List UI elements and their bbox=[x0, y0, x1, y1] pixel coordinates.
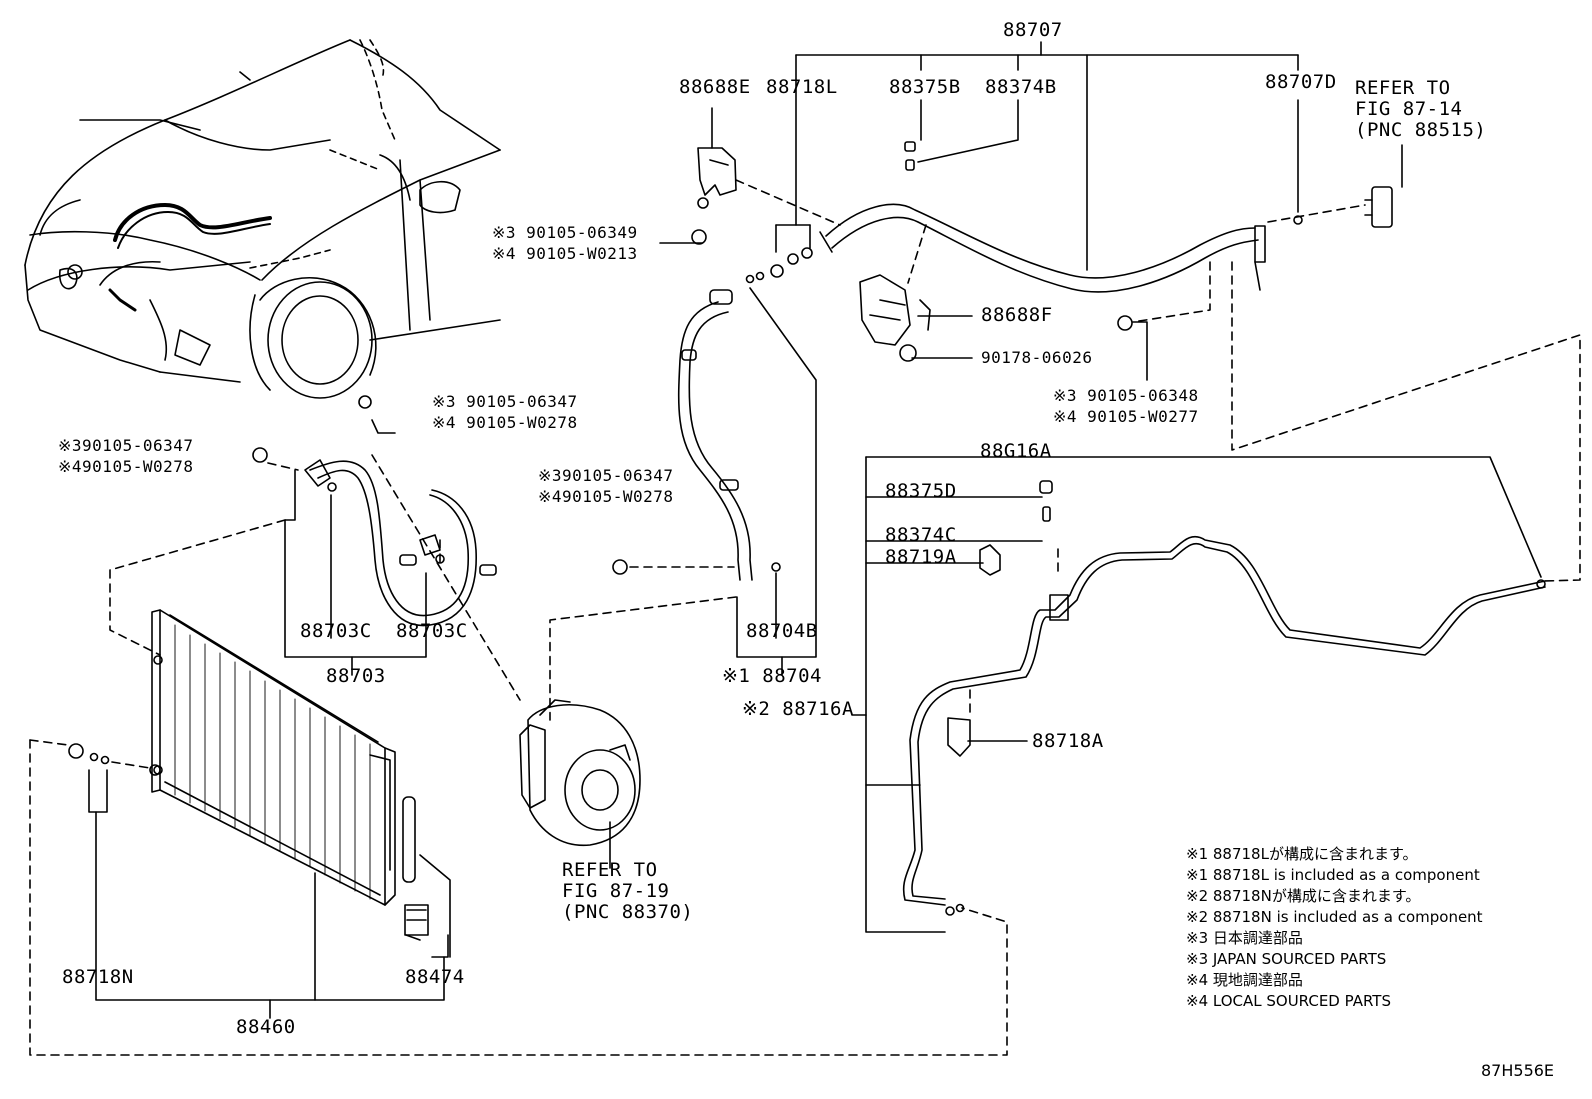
footnote: ※2 88718N is included as a component bbox=[1186, 908, 1483, 926]
part-label-88688F: 88688F bbox=[981, 304, 1053, 326]
footnote: ※3 日本調達部品 bbox=[1186, 929, 1303, 947]
refer-to-line-2: FIG 87-19 bbox=[562, 880, 670, 902]
part-label-88718L: 88718L bbox=[766, 76, 838, 98]
expansion-valve bbox=[1371, 186, 1393, 228]
o-ring-icon bbox=[68, 743, 84, 759]
bolt-label-japan: ※3 90105-06347 bbox=[432, 392, 578, 411]
part-label-88707D: 88707D bbox=[1265, 71, 1337, 93]
suction-hose-88704 bbox=[677, 289, 753, 581]
bolt-label-local: ※490105-W0278 bbox=[58, 457, 194, 476]
liquid-pipe-88716A bbox=[902, 535, 1546, 906]
footnote: ※3 JAPAN SOURCED PARTS bbox=[1186, 950, 1387, 968]
part-label-88374B: 88374B bbox=[985, 76, 1057, 98]
compressor bbox=[519, 699, 641, 847]
receiver-tank-88474 bbox=[402, 796, 429, 936]
part-label-88460: 88460 bbox=[236, 1016, 296, 1038]
part-label-88375B: 88375B bbox=[889, 76, 961, 98]
cap-88375B bbox=[904, 141, 916, 152]
part-label-88718A: 88718A bbox=[1032, 730, 1104, 752]
part-label-88703: 88703 bbox=[326, 665, 386, 687]
footnote: ※4 現地調達部品 bbox=[1186, 971, 1303, 989]
part-label-88374C: 88374C bbox=[885, 524, 957, 546]
discharge-hose-88703 bbox=[304, 459, 497, 627]
part-label-88704: ※1 88704 bbox=[722, 665, 822, 687]
footnote: ※1 88718Lが構成に含まれます。 bbox=[1186, 845, 1418, 863]
refer-to-line-1: REFER TO bbox=[1355, 77, 1451, 99]
part-label-88707: 88707 bbox=[1003, 19, 1063, 41]
vehicle-illustration bbox=[24, 39, 501, 399]
bolt-label-local: ※4 90105-W0277 bbox=[1053, 407, 1199, 426]
footnote: ※1 88718L is included as a component bbox=[1186, 866, 1480, 884]
part-label-88704B: 88704B bbox=[746, 620, 818, 642]
condenser-88460 bbox=[151, 609, 396, 906]
bolt-label-local: ※4 90105-W0213 bbox=[492, 244, 638, 263]
cap-88375D bbox=[1039, 480, 1053, 494]
part-label-88G16A: 88G16A bbox=[980, 440, 1052, 462]
part-label-88703C: 88703C bbox=[396, 620, 468, 642]
refer-to-line-1: REFER TO bbox=[562, 859, 658, 881]
bolt-label-japan: ※390105-06347 bbox=[58, 436, 194, 455]
part-label-88719A: 88719A bbox=[885, 546, 957, 568]
bolt-label-local: ※490105-W0278 bbox=[538, 487, 674, 506]
suction-pipe-88707 bbox=[819, 203, 1266, 293]
bolt-label-japan: ※390105-06347 bbox=[538, 466, 674, 485]
sensor-88688F bbox=[859, 274, 931, 346]
bolt-label-japan: ※3 90105-06349 bbox=[492, 223, 638, 242]
part-label-88718N: 88718N bbox=[62, 966, 134, 988]
refer-to-line-2: FIG 87-14 bbox=[1355, 98, 1463, 120]
refer-to-line-3: (PNC 88515) bbox=[1355, 119, 1487, 141]
part-label-88703C: 88703C bbox=[300, 620, 372, 642]
ac-line-on-car bbox=[113, 203, 272, 242]
refer-to-line-3: (PNC 88370) bbox=[562, 901, 694, 923]
figure-code: 87H556E bbox=[1481, 1061, 1555, 1080]
pressure-switch-88719A bbox=[979, 544, 1001, 576]
service-valve-88718A bbox=[947, 717, 971, 757]
connection-lines bbox=[29, 179, 1581, 1056]
bracket-88688E bbox=[697, 147, 737, 196]
bolt-icon bbox=[691, 229, 707, 245]
part-label-88716A: ※2 88716A bbox=[742, 698, 854, 720]
footnote: ※2 88718Nが構成に含まれます。 bbox=[1186, 887, 1421, 905]
part-label-88474: 88474 bbox=[405, 966, 465, 988]
footnote: ※4 LOCAL SOURCED PARTS bbox=[1186, 992, 1391, 1010]
part-label-90178-06026: 90178-06026 bbox=[981, 348, 1093, 367]
bolt-label-japan: ※3 90105-06348 bbox=[1053, 386, 1199, 405]
part-label-88688E: 88688E bbox=[679, 76, 751, 98]
bolt-label-local: ※4 90105-W0278 bbox=[432, 413, 578, 432]
part-label-88375D: 88375D bbox=[885, 480, 957, 502]
